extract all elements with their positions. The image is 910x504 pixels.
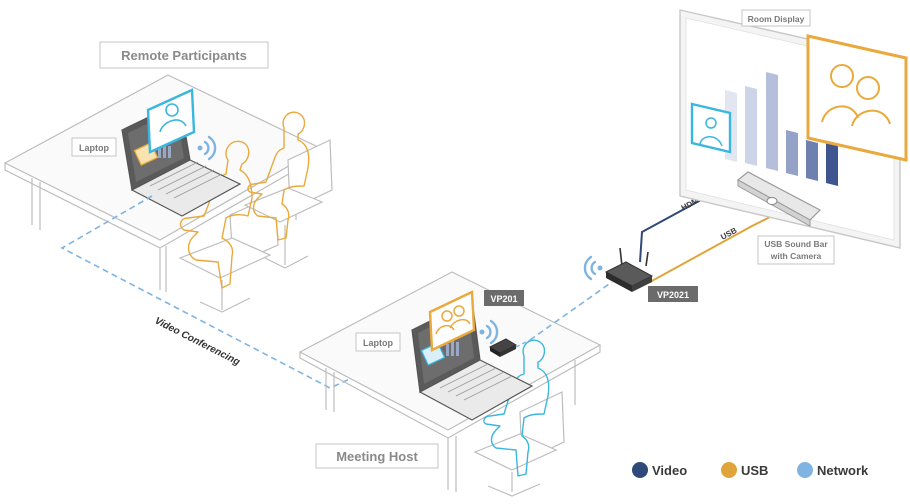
host-wifi-icon — [479, 319, 499, 345]
vp201-device — [488, 338, 531, 357]
sound-bar-label-2: with Camera — [770, 251, 822, 261]
vp201-label-box: VP201 — [484, 290, 524, 306]
display-host-video — [806, 34, 908, 162]
usb-sound-bar — [736, 171, 821, 227]
legend-label-network: Network — [817, 463, 869, 478]
host-laptop-label: Laptop — [363, 338, 393, 348]
router-wifi-icon — [583, 255, 603, 281]
meeting-host-box: Meeting Host — [315, 443, 439, 469]
legend-swatch-usb — [721, 462, 737, 478]
host-laptop-screen-content — [420, 340, 459, 366]
legend-swatch-network — [797, 462, 813, 478]
remote-participants-box: Remote Participants — [99, 41, 269, 69]
room-display — [679, 9, 908, 249]
legend-label-video: Video — [652, 463, 687, 478]
video-conferencing-label: Video Conferencing — [153, 316, 242, 369]
network-link-router-to-host — [529, 281, 613, 341]
legend-label-usb: USB — [741, 463, 768, 478]
vp201-label: VP201 — [490, 294, 517, 304]
legend: Video USB Network — [632, 462, 869, 478]
legend-item-network: Network — [797, 462, 869, 478]
remote-laptop-label-box: Laptop — [71, 137, 117, 157]
remote-person-2 — [247, 111, 310, 241]
host-video-frame — [428, 290, 476, 352]
remote-wifi-icon — [197, 135, 217, 161]
legend-item-usb: USB — [721, 462, 768, 478]
legend-swatch-video — [632, 462, 648, 478]
meeting-host-label: Meeting Host — [336, 449, 418, 464]
remote-participants-label: Remote Participants — [121, 48, 247, 63]
vp2021-label-box: VP2021 — [648, 286, 698, 302]
video-conferencing-link — [60, 195, 441, 389]
display-bar-chart — [725, 72, 838, 186]
room-display-label: Room Display — [748, 14, 805, 24]
vp2021-label: VP2021 — [657, 290, 689, 300]
remote-person-1 — [179, 140, 253, 289]
legend-item-video: Video — [632, 462, 687, 478]
display-remote-video — [690, 102, 732, 154]
usb-cable — [649, 215, 773, 283]
vp2021-device — [604, 247, 654, 292]
sound-bar-label-box: USB Sound Bar with Camera — [757, 235, 835, 265]
host-laptop-label-box: Laptop — [355, 332, 401, 352]
host-person — [483, 339, 550, 477]
sound-bar-label-1: USB Sound Bar — [764, 239, 828, 249]
room-display-label-box: Room Display — [741, 9, 811, 27]
remote-laptop-label: Laptop — [79, 143, 109, 153]
remote-video-frame — [146, 88, 196, 154]
